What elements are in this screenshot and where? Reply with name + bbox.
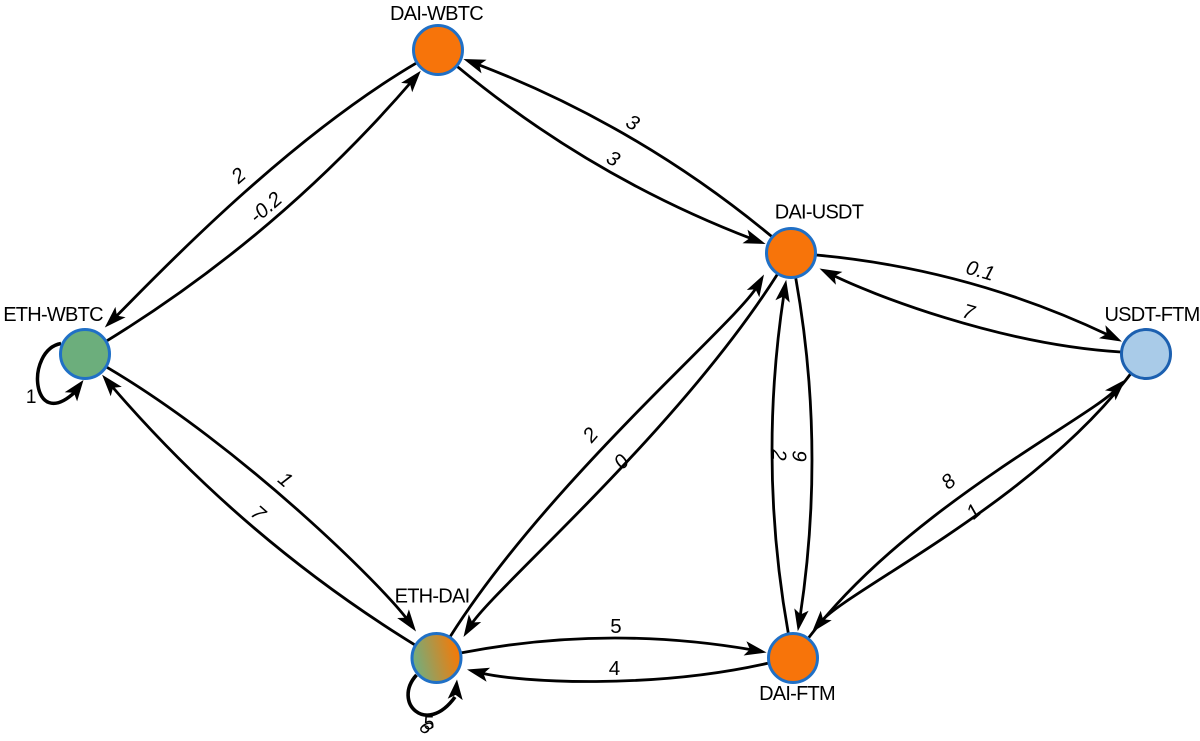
svg-text:2: 2 [768,448,791,461]
svg-text:ETH-WBTC: ETH-WBTC [3,304,103,326]
svg-text:5: 5 [424,713,435,734]
svg-text:4: 4 [609,657,620,680]
svg-text:1: 1 [26,387,37,408]
svg-text:USDT-FTM: USDT-FTM [1104,304,1199,326]
svg-text:DAI-FTM: DAI-FTM [759,683,835,705]
svg-text:5: 5 [610,615,621,638]
svg-text:ETH-DAI: ETH-DAI [395,586,470,608]
svg-text:9: 9 [788,450,811,461]
svg-text:DAI-WBTC: DAI-WBTC [390,3,483,25]
svg-text:DAI-USDT: DAI-USDT [775,202,864,224]
